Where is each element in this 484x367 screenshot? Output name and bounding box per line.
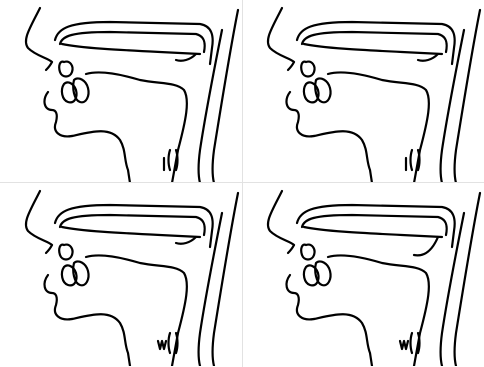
jaw-and-throat — [72, 314, 130, 366]
horizontal-divider — [0, 182, 484, 183]
nose-outline — [268, 191, 294, 245]
vocal-tract-outline — [26, 8, 238, 183]
hard-palate-line — [62, 227, 200, 237]
upper-palate-inner — [60, 32, 205, 52]
back-of-pharynx-inner — [199, 30, 223, 183]
lower-lip-chin — [287, 275, 314, 319]
vocal-tract-outline — [268, 191, 480, 366]
back-of-pharynx-outer — [455, 193, 481, 366]
upper-teeth — [301, 62, 314, 77]
vocal-tract-outline — [26, 191, 238, 366]
back-of-pharynx-inner — [441, 30, 465, 183]
velum — [176, 54, 196, 61]
tongue — [86, 255, 187, 366]
panel-top-right — [242, 0, 484, 183]
lower-lip-chin — [287, 92, 314, 136]
back-of-pharynx-inner — [441, 213, 465, 366]
panel-top-left — [0, 0, 242, 183]
tongue — [86, 72, 187, 183]
tongue — [328, 255, 429, 366]
nose-outline — [26, 8, 52, 62]
hard-palate-line — [304, 227, 442, 237]
upper-palate-inner — [302, 215, 447, 235]
upper-teeth — [301, 245, 314, 260]
vocal-tract-outline — [268, 8, 480, 183]
hard-palate-line — [304, 44, 442, 54]
back-of-pharynx-outer — [455, 10, 481, 183]
jaw-and-throat — [314, 131, 372, 183]
upper-lip — [46, 62, 52, 70]
vocal-tract-diagram — [242, 0, 484, 183]
vertical-divider — [242, 0, 243, 367]
jaw-and-throat — [72, 131, 130, 183]
panel-bottom-right — [242, 183, 484, 366]
lower-lip-chin — [45, 275, 72, 319]
panel-bottom-left — [0, 183, 242, 366]
nose-outline — [26, 191, 52, 245]
hard-palate-line — [62, 44, 200, 54]
upper-lip — [288, 245, 294, 253]
vocal-tract-diagram — [242, 183, 484, 366]
back-of-pharynx-outer — [213, 193, 239, 366]
jaw-and-throat — [314, 314, 372, 366]
velum — [414, 237, 438, 255]
upper-lip — [288, 62, 294, 70]
tongue — [328, 72, 429, 183]
back-of-pharynx-inner — [199, 213, 223, 366]
upper-palate-inner — [60, 215, 205, 235]
nose-outline — [268, 8, 294, 62]
upper-lip — [46, 245, 52, 253]
upper-teeth — [59, 62, 72, 77]
upper-palate-inner — [302, 32, 447, 52]
upper-palate-outer — [297, 205, 455, 247]
vocal-tract-diagram — [0, 0, 242, 183]
vocal-tract-diagram — [0, 183, 242, 366]
back-of-pharynx-outer — [213, 10, 239, 183]
velum — [418, 54, 438, 61]
upper-teeth — [59, 245, 72, 260]
velum — [176, 237, 196, 244]
lower-lip-chin — [45, 92, 72, 136]
